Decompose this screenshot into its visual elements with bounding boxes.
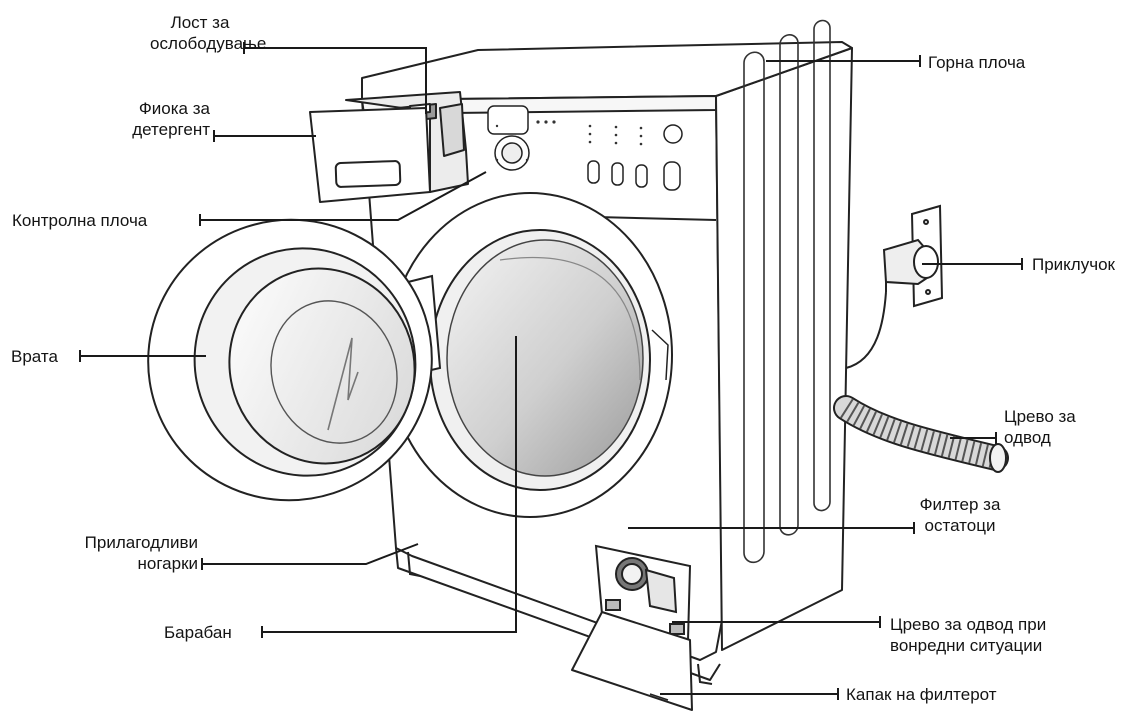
leader-end-ticks [79,42,1023,700]
door [147,218,433,502]
filter-cover [571,611,693,711]
leader-drum [262,336,517,633]
power-socket [882,204,944,308]
leader-release-lever [244,47,427,114]
label-power-plug: Приклучок [1032,255,1115,274]
leader-lines [80,47,1022,695]
label-adjustable-feet: Прилагодливи ногарки [84,533,198,573]
drain-hose [833,395,1009,473]
control-panel [487,105,683,191]
adjustable-feet [407,551,713,685]
filter-area [594,544,692,642]
leader-control-panel [200,171,487,221]
label-filter-cover: Капак на филтерот [846,685,997,704]
side-grooves [743,19,831,564]
label-detergent-drawer: Фиока за детергент [132,99,210,139]
label-debris-filter: Филтер за остатоци [919,495,1001,535]
door-opening [387,192,673,518]
detergent-drawer [309,91,469,203]
leader-adjustable-feet [202,543,419,565]
label-door: Врата [11,347,58,366]
label-top-panel: Горна плоча [928,53,1026,72]
label-drum: Барабан [164,623,232,642]
label-emergency-drain-hose: Црево за одвод при вонредни ситуации [890,615,1047,655]
label-control-panel: Контролна плоча [12,211,148,230]
power-cord [845,291,887,369]
label-release-lever: Лост за ослободување [150,13,267,53]
label-drain-hose: Црево за одвод [1004,407,1076,447]
